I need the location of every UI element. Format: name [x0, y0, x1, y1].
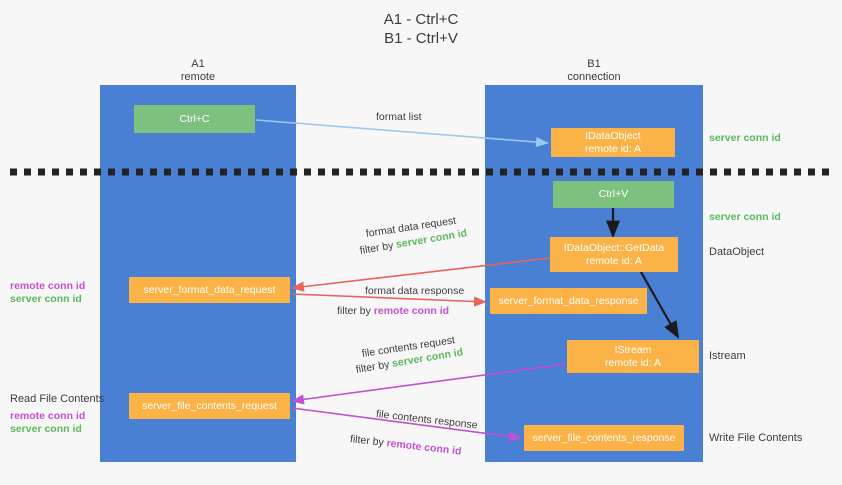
box-server-format-data-response[interactable]: server_format_data_response: [490, 288, 647, 314]
filter-prefix-4: filter by: [349, 433, 388, 450]
arrow-format-data-request: [291, 257, 551, 292]
label-dataobject: DataObject: [709, 246, 765, 258]
column-header-a1: A1 remote: [180, 58, 216, 83]
label-read-file-contents: Read File Contents: [10, 393, 105, 405]
arrow-file-contents-request: [291, 363, 567, 405]
label-server-conn-id-mid: server conn id: [709, 211, 781, 223]
box-idataobject[interactable]: IDataObject remote id: A: [551, 128, 675, 157]
label-remote-conn-id-2: remote conn id: [10, 410, 86, 422]
diagram-title: A1 - Ctrl+C B1 - Ctrl+V: [383, 11, 459, 47]
box-istream[interactable]: IStream remote id: A: [567, 340, 699, 373]
arrow-file-contents-response: [291, 407, 522, 442]
label-server-conn-id-1: server conn id: [10, 293, 82, 305]
filter-prefix-2: filter by: [337, 305, 374, 317]
label-istream: Istream: [709, 350, 746, 362]
box-ctrl-c[interactable]: Ctrl+C: [134, 105, 255, 133]
label-remote-conn-id-1: remote conn id: [10, 280, 86, 292]
label-write-file-contents: Write File Contents: [709, 432, 803, 444]
box-server-file-contents-response[interactable]: server_file_contents_response: [524, 425, 684, 451]
caption-format-data-response-filter: filter by remote conn id: [337, 305, 449, 318]
caption-format-data-response: format data response: [365, 285, 465, 297]
arrow-getdata-to-istream: [640, 271, 680, 339]
box-server-format-data-request[interactable]: server_format_data_request: [129, 277, 290, 303]
box-idataobject-getdata[interactable]: IDataObject::GetData remote id: A: [550, 237, 678, 272]
box-ctrl-v[interactable]: Ctrl+V: [553, 181, 674, 208]
arrow-format-list: [255, 119, 549, 148]
caption-format-list: format list: [376, 111, 422, 123]
label-server-conn-id-2: server conn id: [10, 423, 82, 435]
arrow-format-data-response: [291, 293, 487, 307]
label-server-conn-id-top: server conn id: [709, 132, 781, 144]
box-server-file-contents-request[interactable]: server_file_contents_request: [129, 393, 290, 419]
filter-value-remote-conn-id-1: remote conn id: [373, 305, 450, 317]
column-header-b1: B1 connection: [567, 58, 621, 83]
